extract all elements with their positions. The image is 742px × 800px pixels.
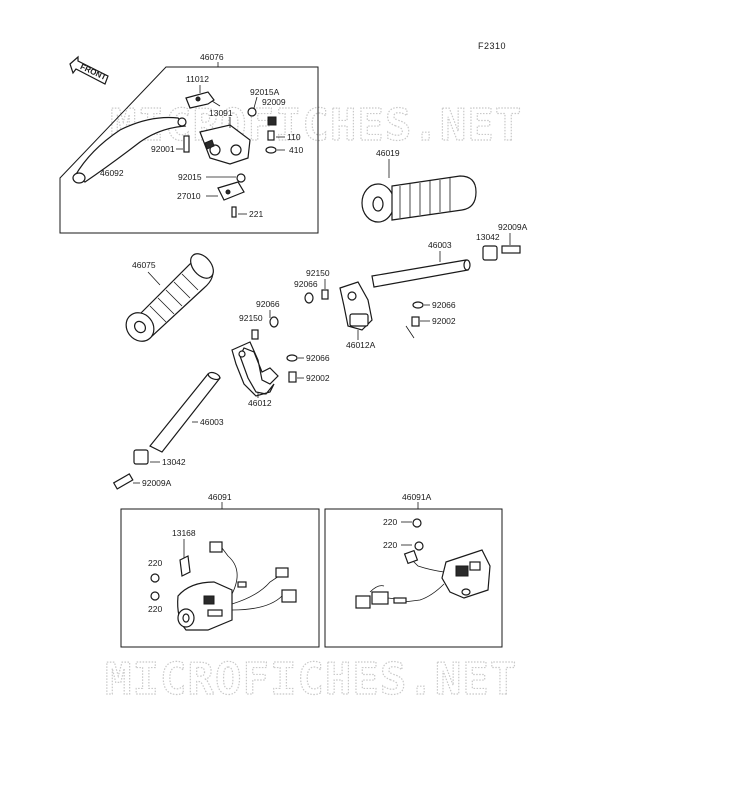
handlebar-holder-46012A [339,281,373,331]
label-46076: 46076 [200,52,224,62]
label-13168: 13168 [172,528,196,538]
screw-220-b [150,591,160,601]
label-92150-top: 92150 [306,268,330,278]
right-handlebar-switch [355,549,491,609]
throttle-grip [361,175,477,223]
weight-13042-top [482,245,498,261]
washer-92066-c [269,316,279,328]
label-46075: 46075 [132,260,156,270]
lever-holder [199,124,251,165]
bolt-92150-mid [251,329,259,340]
washer-92066-a [304,292,314,304]
label-92002-b: 92002 [306,373,330,383]
label-46003-bot: 46003 [200,417,224,427]
label-13042-top: 13042 [476,232,500,242]
label-92066-b: 92066 [432,300,456,310]
screw-220-c [412,518,422,528]
bolt-92009A-top [501,245,521,254]
washer-410 [265,146,277,154]
screw-221 [231,206,237,218]
label-46003-top: 46003 [428,240,452,250]
label-92066-d: 92066 [306,353,330,363]
switch-27010 [217,181,245,201]
handlebar-pipe-top [371,259,471,288]
label-92009: 92009 [262,97,286,107]
label-46012A: 46012A [346,340,376,350]
label-220-a: 220 [148,558,162,568]
screw-92015A [247,107,257,117]
label-220-d: 220 [383,540,397,550]
right-switch-box [324,508,503,648]
label-410: 410 [289,145,303,155]
screw-220-d [414,541,424,551]
bolt-92009 [267,116,277,126]
label-92150-mid: 92150 [239,313,263,323]
label-92015: 92015 [178,172,202,182]
label-220-b: 220 [148,604,162,614]
label-13091: 13091 [209,108,233,118]
label-92066-a: 92066 [294,279,318,289]
label-11012: 11012 [186,74,209,84]
pin-110 [267,130,275,141]
label-13042-bot: 13042 [162,457,186,467]
handlebar-pipe-bottom [149,371,221,453]
label-46091: 46091 [208,492,232,502]
label-46091A: 46091A [402,492,432,502]
label-92001: 92001 [151,144,175,154]
bolt-92002-b [288,371,297,383]
lever-assembly-box [59,66,319,234]
label-46012: 46012 [248,398,272,408]
label-92066-c: 92066 [256,299,280,309]
bracket-11012 [185,91,215,109]
washer-92066-b [412,301,424,309]
bolt-92001 [183,135,190,153]
screw-220-a [150,573,160,583]
brake-lever [72,116,187,184]
watermark-bottom: MICROFICHES.NET [105,654,517,705]
handlebar-holder-46012 [231,341,279,397]
label-92009A-bot: 92009A [142,478,172,488]
clip-13168 [179,555,191,577]
front-label: FRONT [79,62,108,82]
bolt-92009A-bot [112,473,134,490]
label-220-c: 220 [383,517,397,527]
front-arrow-icon: FRONT [69,55,109,85]
label-92015A: 92015A [250,87,280,97]
left-handlebar-switch [177,541,297,631]
bolt-92150-top [321,289,329,300]
label-92002-a: 92002 [432,316,456,326]
label-46092: 46092 [100,168,124,178]
label-221: 221 [249,209,263,219]
diagram-code: F2310 [478,41,506,51]
label-110: 110 [287,132,301,142]
label-27010: 27010 [177,191,201,201]
bolt-92002-a [411,316,420,327]
label-92009A-top: 92009A [498,222,528,232]
screw-92015 [236,173,246,183]
label-46019: 46019 [376,148,400,158]
left-switch-box [120,508,320,648]
left-grip [125,253,214,342]
washer-92066-d [286,354,298,362]
weight-13042-bot [133,449,149,465]
